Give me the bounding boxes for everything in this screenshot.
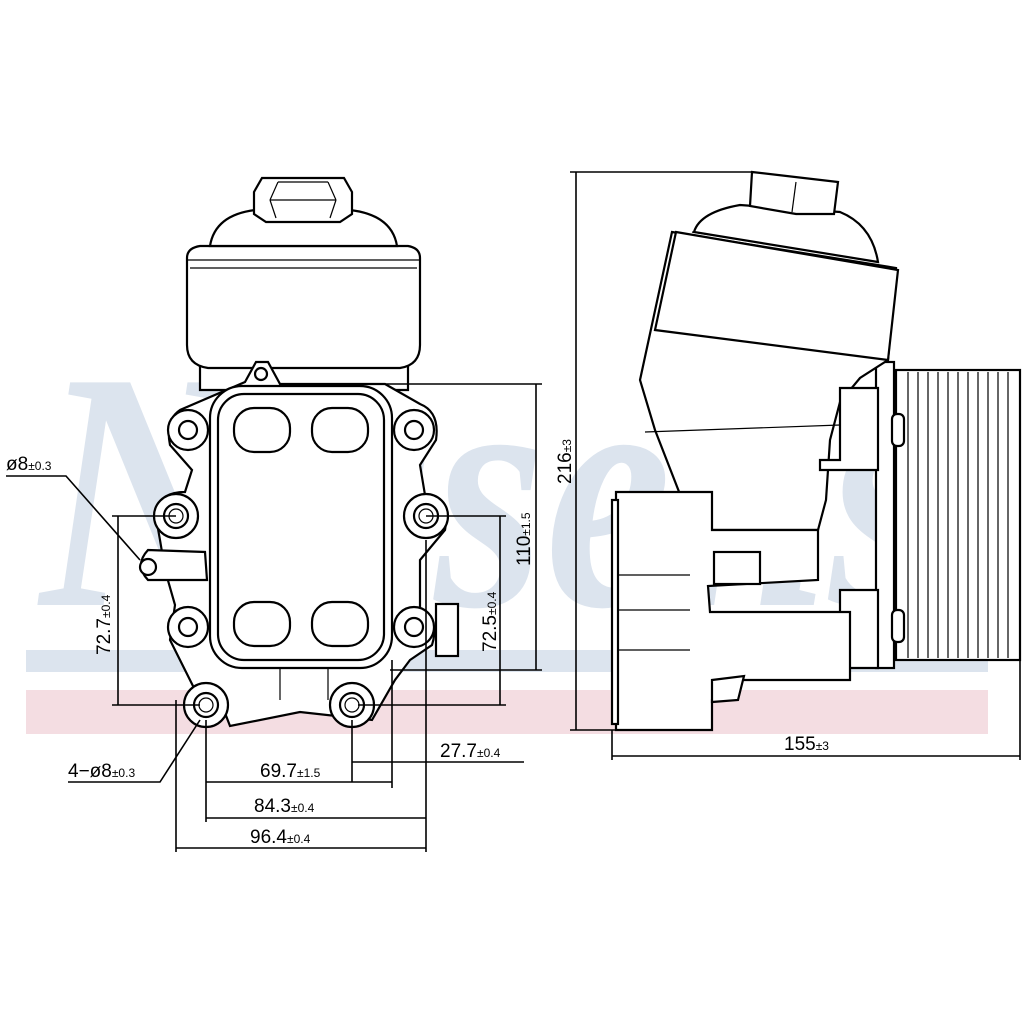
side-lower-block [614, 490, 852, 732]
front-port-3 [232, 600, 292, 648]
dimension-lines [6, 171, 1021, 852]
side-bracket [818, 386, 880, 472]
dim-height-72-5: 72.5±0.4 [480, 591, 501, 652]
front-port-4 [310, 600, 370, 648]
dim-height-72-7: 72.7±0.4 [94, 594, 115, 655]
side-cap-dome [692, 203, 880, 264]
side-filter-ribs [907, 372, 1009, 658]
dimension-labels: ø8±0.3 4−ø8±0.3 72.7±0.4 72.5±0.4 110±1.… [6, 439, 829, 848]
front-port-2 [310, 406, 370, 454]
dim-width-69-7: 69.7±1.5 [260, 761, 321, 782]
dim-height-216: 216±3 [555, 439, 576, 484]
front-port-1 [232, 406, 292, 454]
dim-width-155: 155±3 [784, 734, 829, 755]
front-gasket-inner [216, 392, 386, 662]
dim-hole-single: ø8±0.3 [6, 454, 52, 475]
watermark-red-band [26, 690, 988, 734]
dim-width-96-4: 96.4±0.4 [250, 827, 311, 848]
side-housing-cap [653, 230, 900, 362]
front-housing-cap-band [185, 244, 422, 370]
front-gasket-outer [208, 384, 394, 670]
front-view [138, 176, 460, 729]
side-view [610, 170, 1022, 732]
dim-width-84-3: 84.3±0.4 [254, 796, 315, 817]
dim-hole-four: 4−ø8±0.3 [68, 761, 135, 782]
dim-width-27-7: 27.7±0.4 [440, 741, 501, 762]
dim-height-110: 110±1.5 [514, 512, 535, 566]
front-right-sensor [434, 602, 460, 658]
